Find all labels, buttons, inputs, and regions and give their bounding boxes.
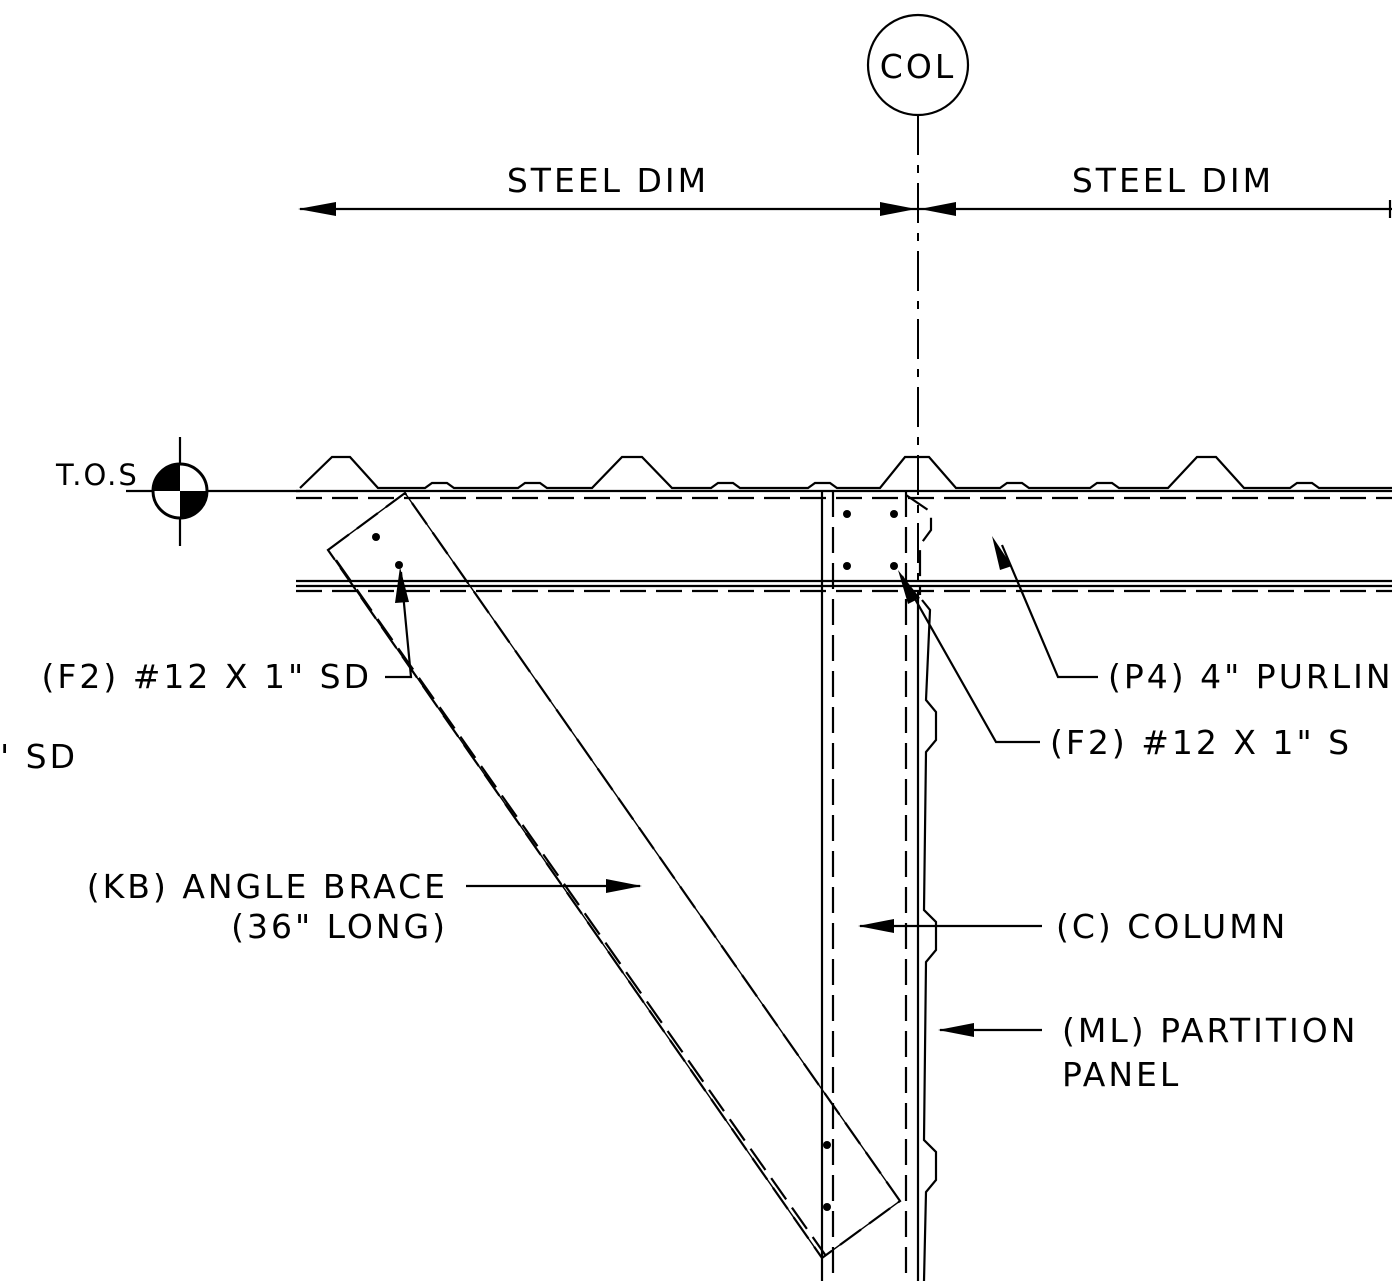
leader-purlin [992,536,1098,679]
callout-fastener-left: (F2) #12 X 1" SD [42,657,372,696]
leader-angle-brace [466,879,642,893]
fastener-dots [372,510,898,1211]
callout-fastener-right: (F2) #12 X 1" S [1050,723,1352,762]
column-tag-label: COL [880,47,956,86]
elevation-marker [126,437,300,546]
dimension-label-left: STEEL DIM [507,161,709,200]
callout-partition-line2: PANEL [1062,1055,1181,1094]
roof-panel-profile [299,455,1392,490]
callout-angle-brace-line2: (36" LONG) [231,907,448,946]
purlin [296,489,1392,593]
elevation-label: T.O.S [55,458,139,492]
angle-brace [326,491,902,1260]
callout-column: (C) COLUMN [1056,907,1288,946]
callout-partition-line1: (ML) PARTITION [1062,1011,1358,1050]
callout-fastener-edge: " SD [0,737,78,776]
partition-panel [916,595,938,1281]
leader-fastener-right [898,570,1040,744]
dimension-label-right: STEEL DIM [1072,161,1274,200]
column [820,491,933,1281]
leader-column [858,919,1042,933]
callout-purlin: (P4) 4" PURLIN [1108,657,1392,696]
leader-partition [938,1023,1042,1037]
column-tag: COL [866,13,970,117]
callout-angle-brace-line1: (KB) ANGLE BRACE [87,867,448,906]
leader-fastener-left [385,567,413,679]
dimension-line [298,200,1392,218]
